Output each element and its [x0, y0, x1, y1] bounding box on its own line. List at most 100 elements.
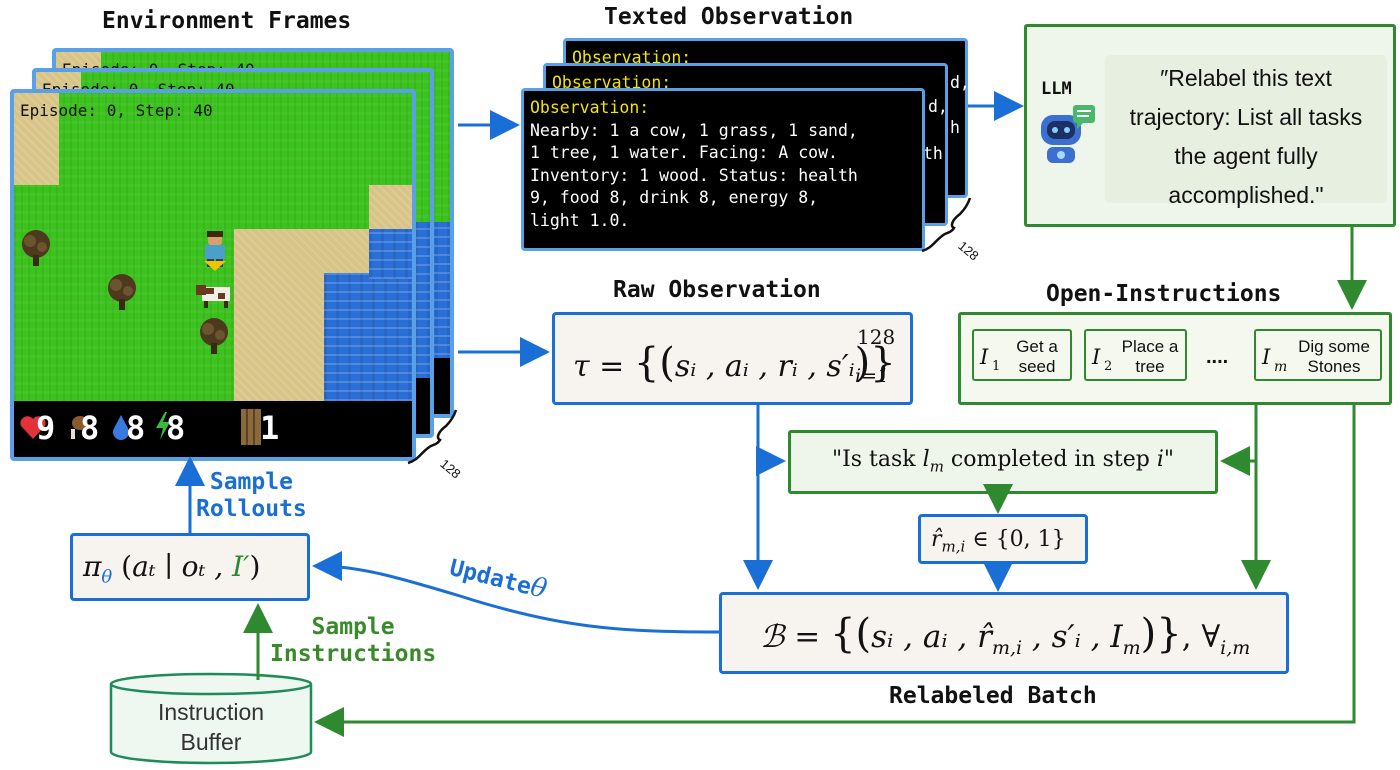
policy-pi: π	[83, 550, 102, 583]
tree-icon	[104, 273, 140, 311]
instruction-m: I m Dig some Stones	[1254, 329, 1382, 381]
instruction-buffer-cylinder	[109, 672, 313, 765]
instruction-symbol: I	[980, 345, 989, 369]
fragment: d,	[928, 97, 948, 116]
instruction-text: Place a	[1121, 337, 1179, 356]
energy-value: 8	[166, 409, 186, 447]
observation-line: Nearby: 1 a cow, 1 grass, 1 sand,	[530, 120, 858, 140]
raw-formula: τ = {(sᵢ , aᵢ , rᵢ , s′ᵢ)}	[573, 340, 896, 386]
wood-value: 1	[260, 409, 280, 447]
food-icon	[68, 413, 88, 441]
llm-prompt: ″Relabel this text trajectory: List all …	[1105, 55, 1387, 208]
instruction-sub: m	[1274, 359, 1288, 375]
batch-forall-sub: i,m	[1220, 637, 1251, 660]
observation-heading: Observation:	[530, 98, 650, 117]
llm-prompt-line: the agent fully	[1174, 143, 1318, 169]
llm-prompt-line: trajectory: List all tasks	[1129, 104, 1363, 130]
policy-box: πθ (aₜ ∣ oₜ , I′)	[70, 533, 310, 601]
batch-forall: , ∀	[1181, 619, 1221, 655]
cow-icon	[196, 279, 236, 309]
player-icon	[198, 229, 232, 273]
observation-line: light 1.0.	[530, 210, 630, 230]
question-var-sub: m	[929, 457, 944, 476]
reward-formula: r̂m,i ∈ {0, 1}	[931, 527, 1066, 555]
texted-observation-title: Texted Observation	[604, 4, 854, 30]
batch-formula: ℬ = {(sᵢ , aᵢ , r̂m,i , s′ᵢ , Im)}, ∀i,m	[760, 611, 1251, 660]
llm-prompt-line: accomplished."	[1168, 182, 1324, 208]
wood-icon	[240, 407, 262, 447]
buffer-line: Instruction	[157, 699, 265, 725]
env-frame-front: 9 8 8 8 1 Episode: 0, Step: 40	[10, 89, 416, 461]
drink-value: 8	[126, 409, 146, 447]
instruction-text: tree	[1135, 357, 1165, 376]
frame-label: Episode: 0, Step: 40	[20, 101, 213, 120]
question-middle: completed in step	[943, 447, 1157, 472]
instruction-text: seed	[1018, 357, 1056, 376]
reward-rest: ∈ {0, 1}	[965, 527, 1066, 552]
raw-observation-box: τ = {(sᵢ , aᵢ , rᵢ , s′ᵢ)} 128 i=1	[552, 312, 913, 405]
question-suffix: "	[1163, 447, 1175, 472]
environment-frames-title: Environment Frames	[102, 8, 352, 34]
sample-rollouts-label: Sample Rollouts	[196, 469, 307, 523]
health-value: 9	[36, 409, 56, 447]
fragment: h	[950, 118, 960, 137]
fragment: th	[923, 144, 943, 163]
llm-prompt-line: ″Relabel this text	[1160, 65, 1332, 91]
batch-inner-sub: m,i	[991, 637, 1023, 660]
instruction-sub: 2	[1104, 359, 1113, 374]
tree-icon	[18, 229, 54, 267]
observation-line: 1 tree, 1 water. Facing: A cow.	[530, 143, 838, 162]
buffer-line: Buffer	[180, 729, 242, 755]
raw-formula-sub: i=1	[855, 365, 890, 387]
batch-box: ℬ = {(sᵢ , aᵢ , r̂m,i , s′ᵢ , Im)}, ∀i,m	[719, 592, 1289, 674]
health-icon	[18, 413, 48, 441]
batch-inner-rest: , s′ᵢ , I	[1022, 619, 1123, 655]
label-line: Instructions	[270, 641, 437, 667]
question-text: "Is task lm completed in step i"	[791, 447, 1215, 475]
raw-formula-sup: 128	[857, 325, 896, 349]
tree-icon	[196, 317, 232, 355]
instruction-buffer-label: Instruction Buffer	[109, 697, 313, 757]
instruction-text: Get a	[1016, 337, 1058, 356]
instruction-2: I 2 Place a tree	[1084, 329, 1187, 381]
instruction-text: Stones	[1307, 357, 1361, 376]
observation-line: Inventory: 1 wood. Status: health	[530, 165, 858, 185]
observation-heading: Observation:	[572, 48, 692, 67]
open-instructions-title: Open-Instructions	[1046, 281, 1282, 307]
observation-front: Observation: Nearby: 1 a cow, 1 grass, 1…	[521, 88, 925, 251]
instruction-symbol: I	[1092, 345, 1101, 369]
instruction-text: Dig some	[1298, 337, 1370, 356]
llm-label: LLM	[1041, 79, 1072, 99]
batch-inner-rest-sub: m	[1122, 637, 1141, 660]
arrow-update-policy	[312, 551, 720, 634]
observation-heading: Observation:	[552, 73, 672, 92]
energy-icon	[154, 411, 172, 441]
food-value: 8	[80, 409, 100, 447]
raw-observation-title: Raw Observation	[613, 277, 821, 303]
relabeled-batch-title: Relabeled Batch	[889, 683, 1097, 709]
sample-instructions-label: Sample Instructions	[270, 614, 436, 668]
observation-count-brace	[921, 197, 972, 253]
policy-theta: θ	[101, 566, 113, 588]
label-line: Sample	[311, 614, 395, 640]
instruction-1: I 1 Get a seed	[972, 329, 1072, 381]
observation-line: 9, food 8, drink 8, energy 8,	[530, 188, 819, 207]
question-var: l	[922, 447, 930, 472]
question-prefix: "Is task	[831, 447, 923, 472]
policy-instruction: I′	[232, 550, 250, 583]
frames-count-brace	[407, 409, 458, 465]
reward-box: r̂m,i ∈ {0, 1}	[918, 514, 1088, 564]
policy-args: aₜ ∣ oₜ ,	[132, 550, 233, 583]
reward-sub: m,i	[941, 537, 966, 556]
question-step: i	[1156, 447, 1164, 472]
raw-formula-inner: sᵢ , aᵢ , rᵢ , s′ᵢ	[674, 349, 855, 384]
arrow-instructions-to-buffer	[314, 405, 1356, 737]
instruction-symbol: I	[1262, 345, 1271, 369]
batch-inner: sᵢ , aᵢ , r̂	[871, 619, 992, 655]
label-line: Sample	[209, 469, 293, 495]
policy-formula: πθ (aₜ ∣ oₜ , I′)	[83, 550, 261, 588]
instructions-ellipsis: ....	[1206, 346, 1229, 368]
llm-box: LLM ″Relabel this text trajectory: List …	[1024, 24, 1396, 227]
drink-icon	[110, 413, 132, 441]
label-line: Rollouts	[196, 496, 307, 522]
